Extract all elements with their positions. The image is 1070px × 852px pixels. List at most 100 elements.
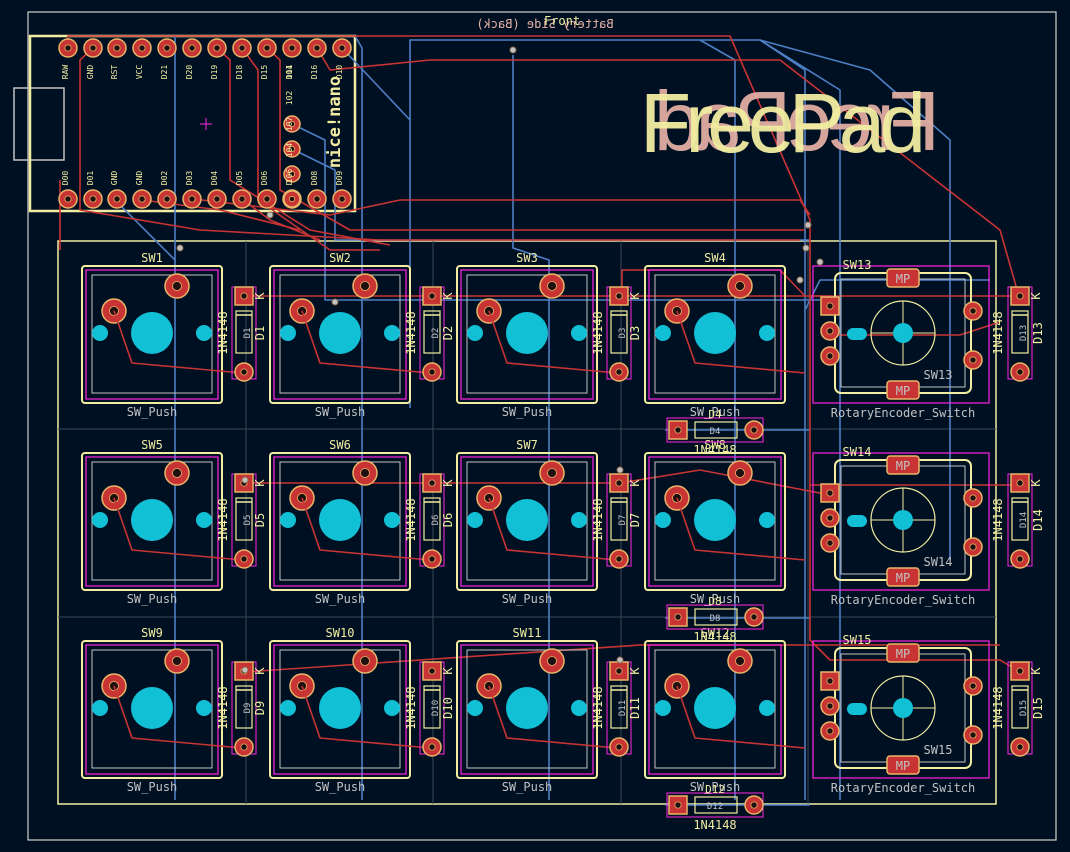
via: [266, 211, 274, 219]
encoder-mount-pad: MP: [886, 643, 920, 663]
diode-pad: [609, 549, 629, 569]
switch-value: SW_Push: [127, 780, 178, 794]
via: [796, 276, 804, 284]
trace: [192, 198, 811, 216]
switch-peg-hole: [280, 512, 296, 528]
encoder-ref: SW13: [843, 258, 872, 272]
mcu-pin-label: GND: [135, 171, 144, 186]
diode-value: 1N4148: [591, 311, 605, 354]
switch-pin: [164, 273, 190, 299]
diode-pad: [609, 661, 629, 681]
trace: [266, 47, 805, 231]
encoder-ref: SW15: [843, 633, 872, 647]
via: [331, 298, 339, 306]
diode-pad: [668, 795, 688, 815]
diode-pad: [422, 661, 442, 681]
encoder-ref-fab: SW13: [924, 368, 953, 382]
encoder-pin: [820, 508, 840, 528]
diode-pad: [422, 473, 442, 493]
diode-k-label: K: [253, 667, 267, 675]
switch-peg-hole: [759, 700, 775, 716]
mcu-pin-label: D08: [310, 171, 319, 186]
switch-peg-hole: [759, 512, 775, 528]
switch-ref: SW1: [141, 251, 163, 265]
switch-pin: [539, 273, 565, 299]
diode-pad: [744, 607, 764, 627]
diode-value: 1N4148: [991, 311, 1005, 354]
diode-pad: [422, 549, 442, 569]
mcu-pin-bottom: [207, 189, 227, 209]
mcu-pin-label: D15: [260, 65, 269, 80]
diode-ref-silk: D10: [441, 697, 455, 719]
encoder-slot: [847, 515, 867, 527]
encoder-slot: [847, 703, 867, 715]
switch-center-hole: [694, 499, 736, 541]
diode-pad: [668, 607, 688, 627]
diode-ref: D2: [431, 328, 441, 339]
diode-pad: [234, 737, 254, 757]
switch-pin: [727, 460, 753, 486]
mcu-pin-label: GND: [86, 65, 95, 80]
switch-pin: [164, 460, 190, 486]
switch-peg-hole: [92, 325, 108, 341]
mcu-pin-label: D19: [210, 65, 219, 80]
mcu-pin-bottom: [157, 189, 177, 209]
mcu-pin-bottom: [107, 189, 127, 209]
mount-label: MP: [896, 759, 910, 773]
diode-ref: D7: [618, 515, 628, 526]
switch-peg-hole: [759, 325, 775, 341]
mcu-pin-label: RST: [110, 65, 119, 80]
switch-peg-hole: [571, 700, 587, 716]
switch-peg-hole: [571, 325, 587, 341]
mount-label: MP: [896, 272, 910, 286]
switch-value: SW_Push: [690, 592, 741, 606]
mcu-pin-top: [207, 38, 227, 58]
mcu-pin-bottom: [332, 189, 352, 209]
encoder-pin: [820, 721, 840, 741]
diode-pad: [744, 795, 764, 815]
top-label-back: Battery Side (Back): [476, 17, 613, 31]
switch-peg-hole: [280, 325, 296, 341]
switch-value: SW_Push: [127, 592, 178, 606]
diode-ref: D14: [1019, 512, 1029, 528]
via: [616, 656, 624, 664]
via: [176, 244, 184, 252]
encoder-pin: [963, 725, 983, 745]
switch-ref: SW11: [513, 626, 542, 640]
diode-pad: [609, 286, 629, 306]
switch-value: SW_Push: [315, 592, 366, 606]
switch-center-hole: [506, 499, 548, 541]
trace: [759, 39, 841, 800]
